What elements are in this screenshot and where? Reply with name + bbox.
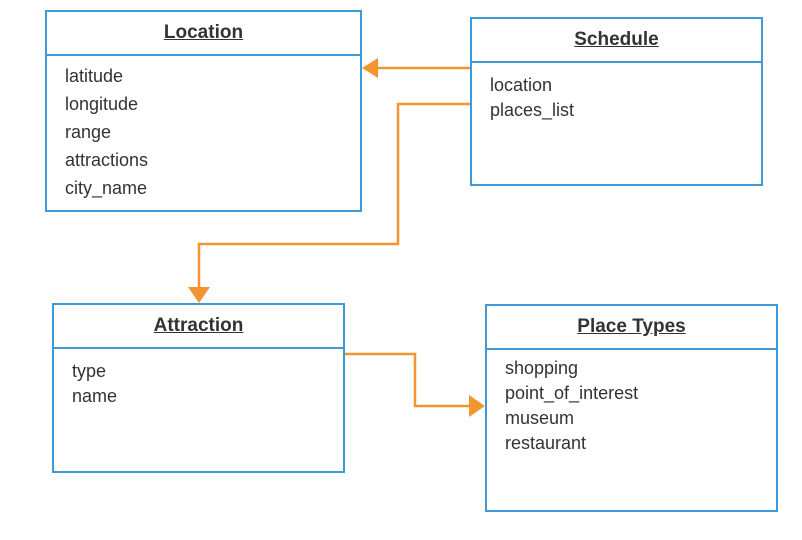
attribute-places-list: places_list [490,100,575,120]
entity-header: Place Types [487,306,776,350]
attribute-city-name: city_name [65,178,148,198]
attribute-museum: museum [505,408,575,428]
entity-attraction: Attraction type name [52,303,345,473]
attribute-range: range [65,122,112,142]
attribute-name: name [72,386,118,406]
attribute-type: type [72,361,107,381]
attribute-attractions: attractions [65,150,149,170]
attribute-latitude: latitude [65,66,124,86]
entity-title: Place Types [577,316,686,337]
entity-schedule: Schedule location places_list [470,17,763,186]
attribute-point-of-interest: point_of_interest [505,383,639,403]
connector-attraction-to-place-types [345,352,471,408]
entity-header: Schedule [472,19,761,63]
entity-title: Location [163,22,244,43]
entity-title: Schedule [574,29,659,50]
attribute-longitude: longitude [65,94,139,114]
entity-location: Location latitude longitude range attrac… [45,10,362,212]
entity-place-types: Place Types shopping point_of_interest m… [485,304,778,512]
entity-title: Attraction [153,315,244,336]
attribute-location: location [490,75,553,95]
arrowhead-place-types [469,395,485,417]
arrowhead-location [362,58,378,78]
arrowhead-attraction [188,287,210,303]
attribute-list: latitude longitude range attractions cit… [47,56,360,202]
attribute-list: location places_list [472,63,761,123]
attribute-restaurant: restaurant [505,433,587,453]
attribute-list: shopping point_of_interest museum restau… [487,350,776,456]
entity-header: Attraction [54,305,343,349]
attribute-shopping: shopping [505,358,579,378]
attribute-list: type name [54,349,343,409]
entity-header: Location [47,12,360,56]
